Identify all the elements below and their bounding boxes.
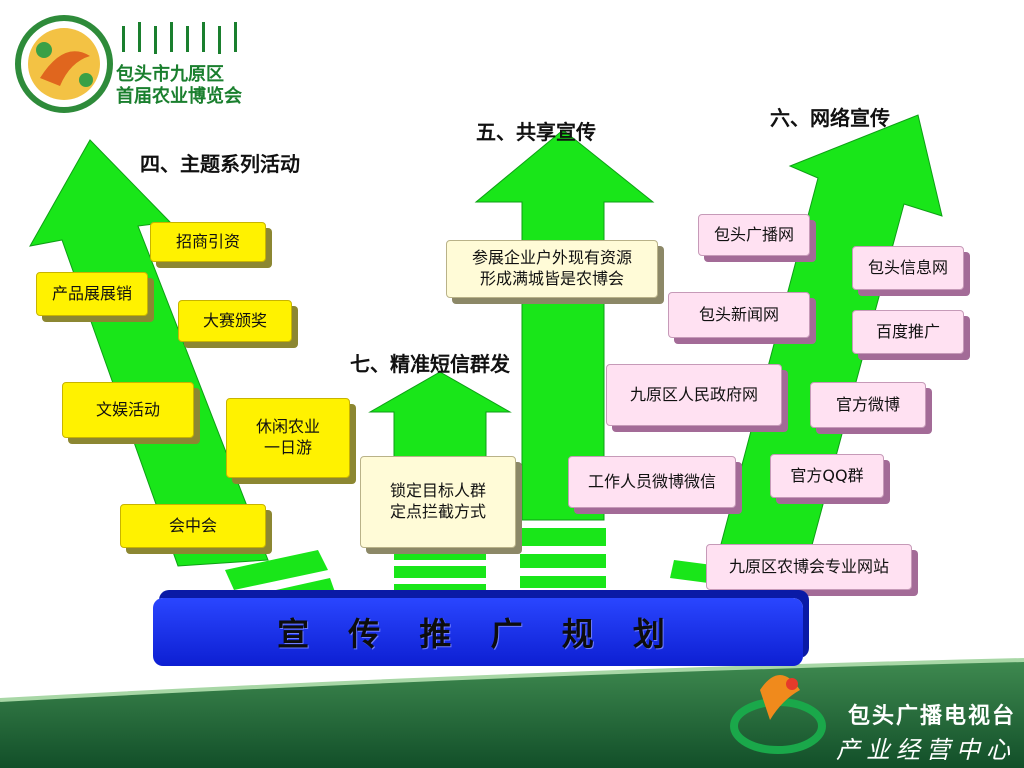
box-staff-weibo-wechat: 工作人员微博微信 <box>568 456 736 508</box>
station-logo-icon <box>730 675 826 754</box>
box-weibo: 官方微博 <box>810 382 926 428</box>
box-meeting: 会中会 <box>120 504 266 548</box>
box-baotou-news: 包头新闻网 <box>668 292 810 338</box>
box-baotou-info: 包头信息网 <box>852 246 964 290</box>
box-expo-site: 九原区农博会专业网站 <box>706 544 912 590</box>
footer-highlight <box>0 658 1024 702</box>
mongolian-script-logo <box>122 22 237 54</box>
base-title: 宣 传 推 广 规 划 <box>277 615 679 653</box>
box-baidu: 百度推广 <box>852 310 964 354</box>
heading-share: 五、共享宣传 <box>476 120 596 144</box>
expo-logo-emblem <box>15 15 113 113</box>
heading-sms: 七、精准短信群发 <box>350 352 510 376</box>
box-baotou-radio: 包头广播网 <box>698 214 810 256</box>
base-bar: 宣 传 推 广 规 划 <box>153 598 803 666</box>
box-investment: 招商引资 <box>150 222 266 262</box>
box-contest-award: 大赛颁奖 <box>178 300 292 342</box>
box-product-sales: 产品展展销 <box>36 272 148 316</box>
footer-center: 产业经营中心 <box>836 736 1016 764</box>
box-sms-targeting: 锁定目标人群 定点拦截方式 <box>360 456 516 548</box>
box-gov-site: 九原区人民政府网 <box>606 364 782 426</box>
footer-station: 包头广播电视台 <box>847 704 1016 729</box>
arrow-share <box>474 129 655 588</box>
box-outdoor-resources: 参展企业户外现有资源 形成满城皆是农博会 <box>446 240 658 298</box>
box-qq-group: 官方QQ群 <box>770 454 884 498</box>
heading-theme: 四、主题系列活动 <box>140 152 300 176</box>
heading-network: 六、网络宣传 <box>770 106 890 130</box>
box-entertainment: 文娱活动 <box>62 382 194 438</box>
expo-name: 包头市九原区 首届农业博览会 <box>116 64 242 107</box>
box-leisure-tour: 休闲农业 一日游 <box>226 398 350 478</box>
